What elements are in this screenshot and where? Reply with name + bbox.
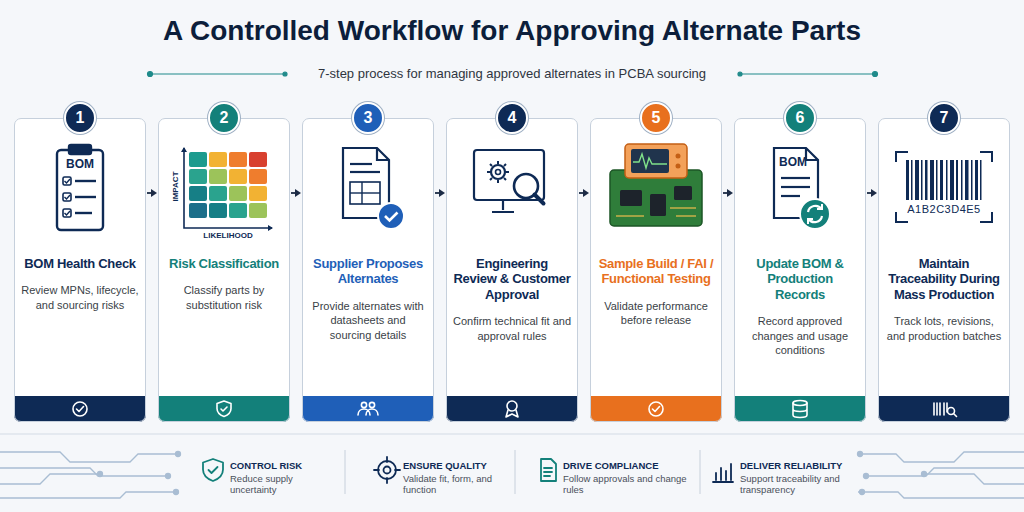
diagram-subtitle: 7-step process for managing approved alt…	[0, 66, 1024, 81]
step-number: 4	[496, 102, 528, 134]
step-number: 1	[64, 102, 96, 134]
step-title: Update BOM & Production Records	[741, 256, 859, 302]
benefit-text: Reduce supply uncertainty	[230, 473, 340, 496]
step-description: Review MPNs, lifecycle, and sourcing ris…	[21, 283, 139, 312]
step-title: Supplier Proposes Alternates	[309, 256, 427, 287]
circuit-traces	[0, 452, 1024, 499]
axis-label: LIKELIHOOD	[184, 231, 272, 240]
flow-arrow	[867, 189, 877, 197]
icon-text: BOM	[774, 155, 812, 169]
pcb-icon	[610, 144, 702, 226]
step-title: Sample Build / FAI / Functional Testing	[597, 256, 715, 287]
benefit-text: Follow approvals and change rules	[563, 473, 695, 496]
benefit-text: Validate fit, form, and function	[403, 473, 511, 496]
step-card: 2Risk ClassificationClassify parts by su…	[158, 118, 290, 422]
benefit-heading: CONTROL RISK	[230, 460, 340, 471]
card-grounds	[14, 118, 1010, 422]
benefit-heading: DRIVE COMPLIANCE	[563, 460, 695, 471]
diagram-title: A Controlled Workflow for Approving Alte…	[0, 15, 1024, 47]
step-description: Validate performance before release	[597, 299, 715, 328]
footer-ground	[0, 434, 1024, 494]
step-card: 4Engineering Review & Customer ApprovalC…	[446, 118, 578, 422]
step-title: Maintain Traceability During Mass Produc…	[885, 256, 1003, 302]
benefit-text: Support traceability and transparency	[740, 473, 858, 496]
step-description: Classify parts by substitution risk	[165, 283, 283, 312]
step-title: BOM Health Check	[24, 256, 136, 271]
axis-label: IMPACT	[171, 162, 180, 212]
step-description: Record approved changes and usage condit…	[741, 314, 859, 358]
step-card: 3Supplier Proposes AlternatesProvide alt…	[302, 118, 434, 422]
step-description: Track lots, revisions, and production ba…	[885, 314, 1003, 343]
flow-arrow	[579, 189, 589, 197]
flow-arrow	[723, 189, 733, 197]
monitor-icon	[474, 150, 544, 212]
step-title: Risk Classification	[169, 256, 279, 271]
flow-arrow	[435, 189, 445, 197]
step-description: Confirm technical fit and approval rules	[453, 314, 571, 343]
step-number: 2	[208, 102, 240, 134]
card-bands	[14, 396, 1010, 422]
step-number: 7	[928, 102, 960, 134]
step-number: 5	[640, 102, 672, 134]
step-card: 7Maintain Traceability During Mass Produ…	[878, 118, 1010, 422]
step-number: 3	[352, 102, 384, 134]
benefit-heading: ENSURE QUALITY	[403, 460, 511, 471]
benefit-heading: DELIVER RELIABILITY	[740, 460, 858, 471]
barcode-icon	[896, 152, 992, 222]
barcode-text: A1B2C3D4E5	[896, 203, 992, 215]
step-title: Engineering Review & Customer Approval	[453, 256, 571, 302]
step-number: 6	[784, 102, 816, 134]
document-icon	[343, 148, 404, 229]
risk-matrix-icon	[181, 147, 273, 231]
band-icons	[73, 401, 957, 418]
icon-text: BOM	[57, 157, 103, 171]
step-card: 5Sample Build / FAI / Functional Testing…	[590, 118, 722, 422]
clipboard-icon	[57, 145, 103, 230]
flow-arrow	[291, 189, 301, 197]
flow-arrow	[147, 189, 157, 197]
bom-update-icon	[774, 148, 830, 229]
step-description: Provide alternates with datasheets and s…	[309, 299, 427, 343]
